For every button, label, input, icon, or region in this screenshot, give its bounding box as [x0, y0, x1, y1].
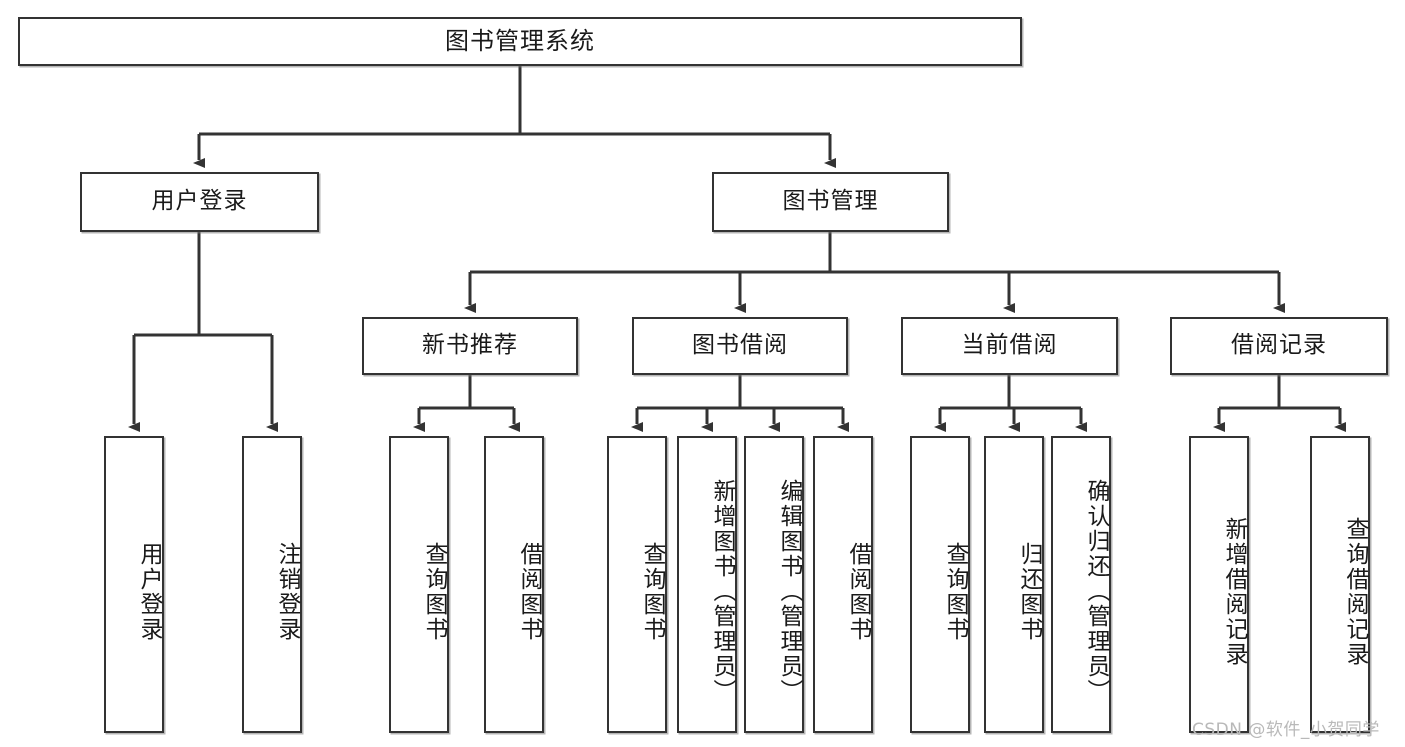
leaf-add-book[interactable]: 新增图书（管理员） — [677, 436, 737, 733]
csdn-watermark: CSDN @软件_小贺同学 — [1192, 720, 1380, 740]
node-book-borrow[interactable]: 图书借阅 — [632, 317, 848, 375]
node-new-book-recommend[interactable]: 新书推荐 — [362, 317, 578, 375]
node-user-login[interactable]: 用户登录 — [80, 172, 319, 232]
node-book-manage[interactable]: 图书管理 — [712, 172, 949, 232]
node-borrow-record[interactable]: 借阅记录 — [1170, 317, 1388, 375]
leaf-edit-book[interactable]: 编辑图书（管理员） — [744, 436, 804, 733]
leaf-user-login[interactable]: 用户登录 — [104, 436, 164, 733]
leaf-user-logout[interactable]: 注销登录 — [242, 436, 302, 733]
leaf-borrow-book-2[interactable]: 借阅图书 — [813, 436, 873, 733]
leaf-add-borrow-record[interactable]: 新增借阅记录 — [1189, 436, 1249, 733]
leaf-query-book-3[interactable]: 查询图书 — [910, 436, 970, 733]
leaf-return-book[interactable]: 归还图书 — [984, 436, 1044, 733]
node-current-borrow[interactable]: 当前借阅 — [901, 317, 1118, 375]
leaf-query-borrow-record[interactable]: 查询借阅记录 — [1310, 436, 1370, 733]
leaf-borrow-book-1[interactable]: 借阅图书 — [484, 436, 544, 733]
leaf-query-book-2[interactable]: 查询图书 — [607, 436, 667, 733]
leaf-query-book-1[interactable]: 查询图书 — [389, 436, 449, 733]
leaf-confirm-return[interactable]: 确认归还（管理员） — [1051, 436, 1111, 733]
root-node-book-management-system[interactable]: 图书管理系统 — [18, 17, 1022, 66]
